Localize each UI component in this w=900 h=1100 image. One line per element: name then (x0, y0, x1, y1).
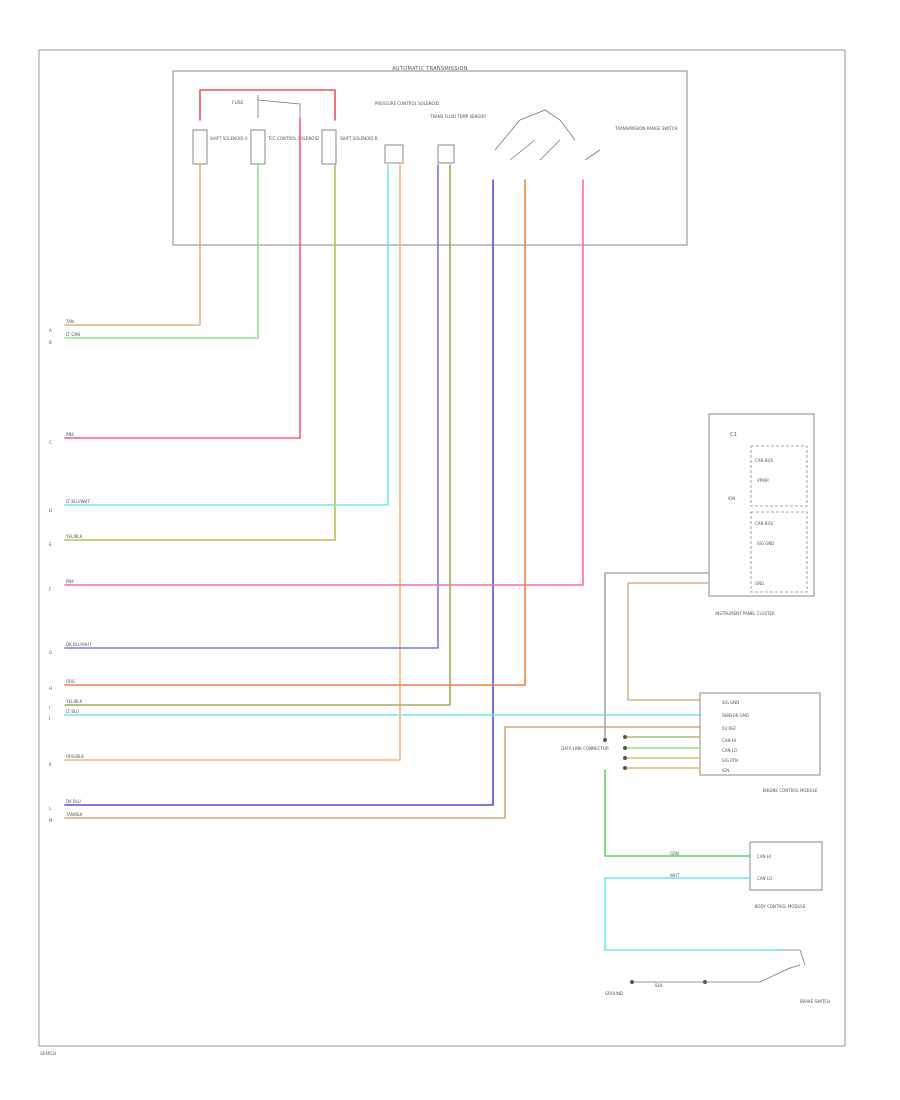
wire-red-bus (199, 89, 336, 121)
instrument-cluster: C1 CAN BUS VPWR IGN CAN BUS SIG GND GND … (708, 413, 815, 616)
wire-orange-vertical (64, 179, 526, 686)
wire-ltblu-bcm (604, 877, 781, 951)
svg-text:YEL/BLK: YEL/BLK (65, 699, 83, 704)
wire-ltbluwht-vertical (64, 164, 389, 506)
ground-label: GROUND (605, 991, 623, 996)
svg-text:K: K (49, 762, 52, 767)
wire-tanblk-ecm (64, 726, 701, 819)
svg-text:L: L (49, 806, 52, 811)
data-link-splice: DATA LINK CONNECTOR (561, 735, 627, 770)
transmission-box: AUTOMATIC TRANSMISSION (172, 66, 688, 246)
svg-text:TAN/BLK: TAN/BLK (65, 812, 83, 817)
svg-text:INSTRUMENT PANEL CLUSTER: INSTRUMENT PANEL CLUSTER (715, 611, 775, 616)
solenoid-a: SHIFT SOLENOID A (192, 129, 248, 165)
label-grn: GRN (670, 851, 679, 856)
svg-text:TRANSMISSION RANGE SWITCH: TRANSMISSION RANGE SWITCH (614, 126, 678, 131)
svg-text:SHIFT SOLENOID B: SHIFT SOLENOID B (340, 136, 378, 141)
svg-text:B: B (49, 340, 52, 345)
svg-text:5V REF: 5V REF (722, 726, 737, 731)
fluid-temp-sensor: TRANS FLUID TEMP SENSOR (429, 114, 486, 164)
svg-text:IGN: IGN (728, 496, 735, 501)
footer-code: SEARCH (40, 1051, 56, 1056)
wire-dkblu-vertical (64, 179, 494, 806)
svg-text:F: F (49, 587, 52, 592)
svg-text:M: M (49, 818, 53, 823)
svg-text:PNK: PNK (66, 432, 74, 437)
svg-text:C1: C1 (730, 432, 737, 438)
svg-text:LT BLU/WHT: LT BLU/WHT (66, 499, 90, 504)
svg-text:ORG: ORG (66, 679, 75, 684)
svg-text:SIG GND: SIG GND (757, 541, 774, 546)
svg-text:ENGINE CONTROL MODULE: ENGINE CONTROL MODULE (763, 788, 818, 793)
left-wire-labels: TAN LT GRN PNK LT BLU/WHT YEL/BLK PNK DK… (65, 319, 92, 817)
edge-refs: A B C D E F G H I J K L M (48, 328, 53, 823)
wire-ipc-gray (604, 572, 710, 741)
wire-tan-vertical (64, 164, 201, 326)
transmission-title: AUTOMATIC TRANSMISSION (392, 66, 468, 72)
wire-org-long (64, 164, 401, 761)
tcc-solenoid: TCC CONTROL SOLENOID (250, 129, 319, 165)
wire-yelblk2-vertical (64, 164, 451, 706)
engine-control-module: SIG GND SENSOR GND 5V REF CAN HI CAN LO … (699, 692, 821, 793)
svg-text:C: C (49, 440, 52, 445)
svg-text:TCC CONTROL SOLENOID: TCC CONTROL SOLENOID (267, 136, 319, 141)
range-switch: TRANSMISSION RANGE SWITCH (494, 109, 678, 161)
fuse-link (257, 95, 301, 118)
svg-text:PNK: PNK (66, 579, 74, 584)
svg-text:YEL/BLK: YEL/BLK (65, 534, 83, 539)
label-wht: WHT (670, 873, 680, 878)
splice-point (703, 980, 707, 984)
svg-text:D: D (49, 508, 52, 513)
svg-text:DK BLU/WHT: DK BLU/WHT (66, 642, 92, 647)
svg-text:DK BLU: DK BLU (66, 799, 81, 804)
svg-text:PRESSURE CONTROL SOLENOID: PRESSURE CONTROL SOLENOID (375, 101, 439, 106)
wire-dkbluwht-vertical (64, 164, 439, 649)
svg-text:IGN: IGN (722, 768, 729, 773)
svg-text:CAN HI: CAN HI (757, 854, 771, 859)
wire-grn-bcm (604, 769, 751, 857)
brake-switch: BRAKE SWITCH (759, 949, 830, 1004)
fuse-label: FUSE (232, 100, 244, 106)
svg-text:BRAKE SWITCH: BRAKE SWITCH (800, 999, 830, 1004)
svg-text:SIG RTN: SIG RTN (722, 758, 738, 763)
svg-text:CAN HI: CAN HI (722, 738, 736, 743)
svg-text:LT GRN: LT GRN (66, 332, 80, 337)
svg-text:H: H (49, 686, 52, 691)
wire-yelblk-vertical (64, 164, 336, 541)
wire-ltgrn-vertical (64, 164, 259, 339)
svg-text:DATA LINK CONNECTOR: DATA LINK CONNECTOR (561, 746, 609, 751)
solenoid-b: SHIFT SOLENOID B (321, 129, 378, 165)
diagram-frame (38, 49, 846, 1047)
svg-text:BODY CONTROL MODULE: BODY CONTROL MODULE (755, 904, 806, 909)
wire-ipc-tan (627, 582, 710, 701)
wire-pnk-vertical (64, 117, 301, 439)
svg-text:TRANS FLUID TEMP SENSOR: TRANS FLUID TEMP SENSOR (429, 114, 486, 119)
svg-text:A: A (49, 328, 52, 333)
svg-text:CAN LO: CAN LO (757, 876, 772, 881)
svg-text:CAN BUS: CAN BUS (755, 458, 773, 463)
body-control-module: CAN HI CAN LO BODY CONTROL MODULE (749, 841, 823, 909)
svg-text:SENSOR GND: SENSOR GND (722, 713, 749, 718)
label-blk: BLK (655, 983, 663, 988)
pressure-control-solenoid: PRESSURE CONTROL SOLENOID (375, 101, 439, 164)
svg-text:J: J (48, 715, 50, 720)
ground-point (630, 980, 634, 984)
svg-text:SHIFT SOLENOID A: SHIFT SOLENOID A (210, 136, 248, 141)
svg-text:E: E (49, 542, 52, 547)
svg-text:GND: GND (755, 581, 764, 586)
svg-text:VPWR: VPWR (757, 478, 769, 483)
wire-pink-right (64, 179, 584, 586)
svg-text:G: G (49, 650, 52, 655)
svg-text:LT BLU: LT BLU (66, 709, 79, 714)
svg-text:SIG GND: SIG GND (722, 700, 739, 705)
svg-text:ORG/BLK: ORG/BLK (66, 754, 84, 759)
svg-text:I: I (49, 705, 50, 710)
svg-text:CAN LO: CAN LO (722, 748, 737, 753)
svg-text:TAN: TAN (65, 319, 74, 324)
svg-text:CAN BUS: CAN BUS (755, 521, 773, 526)
